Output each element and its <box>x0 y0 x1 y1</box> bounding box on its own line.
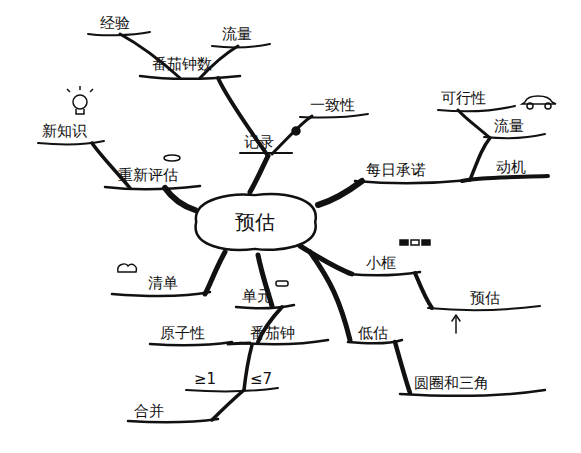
branch-label: 每日承诺 <box>366 163 426 178</box>
branch-label: 经验 <box>100 16 130 31</box>
branch-label: 圆圈和三角 <box>414 376 489 391</box>
branch-label: 单元 <box>242 289 272 304</box>
branch-label: 新知识 <box>42 124 87 139</box>
branch-label: 小框 <box>366 256 396 271</box>
branch-label: 低估 <box>358 326 388 341</box>
branch-label: 合并 <box>134 404 164 419</box>
central-blob: 预估 <box>185 190 325 254</box>
branch-label: 流量 <box>494 119 524 134</box>
branch-label: 记录 <box>244 135 274 150</box>
branch-label: ≤7 <box>250 372 272 387</box>
branch-label: 动机 <box>496 160 526 175</box>
branch-label: 流量 <box>222 27 252 42</box>
branch-label: 一致性 <box>310 98 355 113</box>
branch-label: ≥1 <box>194 372 216 387</box>
node-text: 预估 <box>235 212 275 232</box>
branch-label: 可行性 <box>441 91 486 106</box>
branch-label: 原子性 <box>160 326 205 341</box>
branch-label: 重新评估 <box>118 168 178 183</box>
branch-label: 番茄钟 <box>250 326 295 341</box>
branch-label: 清单 <box>148 276 178 291</box>
branch-label: 番茄钟数 <box>152 57 212 72</box>
branch-label: 预估 <box>470 291 500 306</box>
